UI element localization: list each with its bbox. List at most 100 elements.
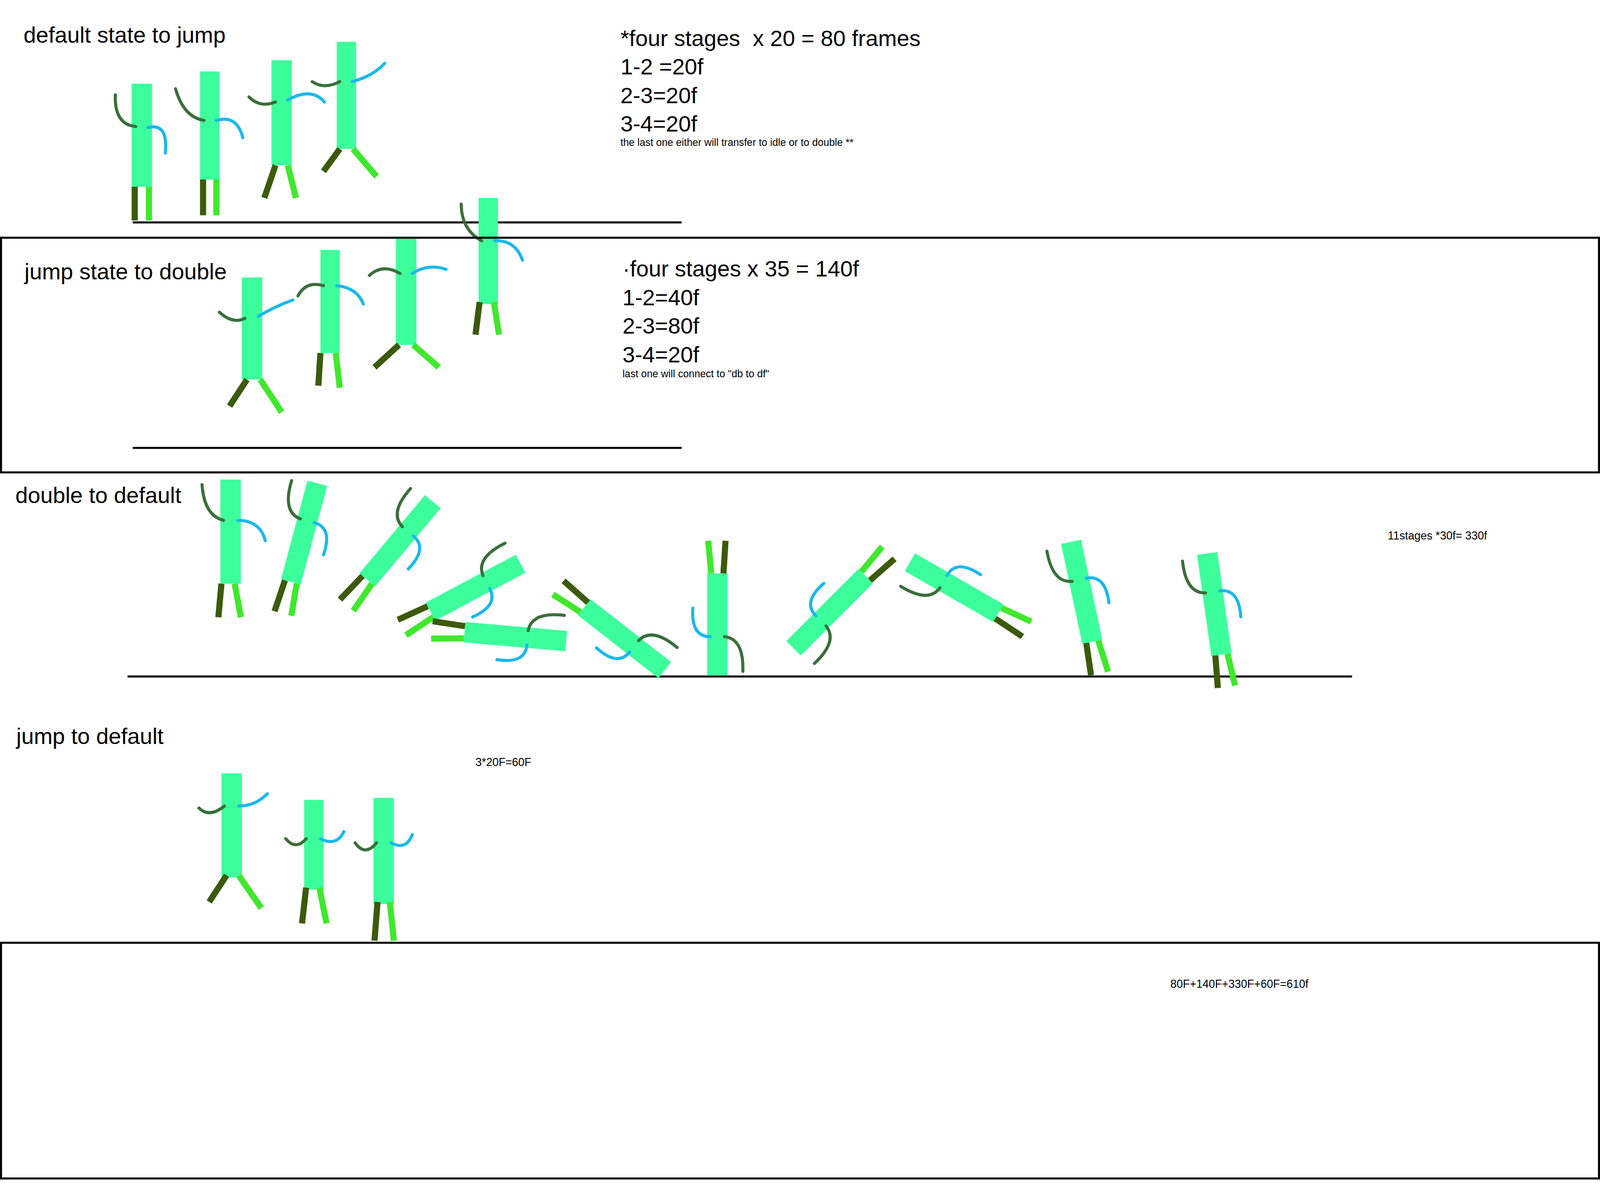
ground-line bbox=[132, 221, 682, 224]
arm bbox=[219, 312, 245, 321]
arm bbox=[249, 96, 276, 105]
arm bbox=[216, 119, 243, 138]
leg bbox=[319, 887, 327, 924]
body bbox=[303, 800, 324, 891]
leg bbox=[131, 186, 138, 221]
leg bbox=[145, 186, 153, 221]
body bbox=[396, 238, 417, 345]
leg bbox=[475, 301, 481, 335]
stick-figure bbox=[692, 541, 744, 676]
leg bbox=[389, 902, 395, 941]
section-heading: default state to jump bbox=[23, 22, 226, 50]
frame-note: 3-4=20f bbox=[622, 341, 700, 369]
leg bbox=[209, 875, 227, 903]
leg bbox=[318, 352, 321, 386]
arm bbox=[115, 95, 136, 127]
leg bbox=[287, 165, 296, 198]
body bbox=[320, 250, 340, 354]
body bbox=[373, 797, 395, 904]
arm bbox=[287, 93, 325, 102]
section-heading: jump to default bbox=[16, 723, 164, 751]
arm bbox=[298, 284, 324, 297]
leg bbox=[335, 352, 340, 388]
stick-figure bbox=[219, 277, 293, 413]
arm bbox=[258, 300, 293, 317]
leg bbox=[213, 179, 220, 216]
arm bbox=[198, 806, 225, 813]
leg bbox=[264, 165, 276, 198]
section-band: jump state to double ·four stages x 35 = … bbox=[0, 236, 1600, 474]
leg bbox=[200, 179, 207, 216]
stick-figure bbox=[776, 535, 907, 667]
stick-figure bbox=[115, 83, 166, 221]
ground-line bbox=[132, 446, 682, 449]
stick-figure bbox=[298, 250, 364, 388]
arm bbox=[147, 126, 166, 154]
arm bbox=[175, 88, 205, 121]
stick-figure bbox=[543, 566, 681, 690]
frame-note: last one will connect to "db to df" bbox=[622, 368, 770, 381]
ground-line bbox=[127, 675, 1353, 678]
arm bbox=[237, 520, 265, 542]
stick-figure bbox=[1046, 536, 1124, 679]
leg bbox=[352, 148, 377, 177]
arm bbox=[312, 81, 340, 86]
frame-note: *four stages x 20 = 80 frames bbox=[620, 25, 921, 53]
leg bbox=[301, 887, 307, 924]
leg bbox=[323, 148, 340, 172]
section-heading: 80F+140F+330F+60F=610f bbox=[1170, 977, 1309, 991]
leg bbox=[218, 583, 222, 618]
frame-note: 1-2=40f bbox=[622, 284, 700, 312]
stick-figure bbox=[897, 541, 1039, 652]
frame-note: 2-3=20f bbox=[620, 82, 698, 110]
stick-figure bbox=[202, 479, 266, 618]
body bbox=[131, 83, 153, 187]
leg bbox=[229, 379, 247, 407]
frame-note: 3-4=20f bbox=[620, 111, 698, 139]
section-band: 80F+140F+330F+60F=610f bbox=[0, 941, 1600, 1180]
arm bbox=[369, 268, 400, 276]
arm bbox=[320, 831, 344, 842]
stick-figure bbox=[461, 197, 523, 335]
body bbox=[271, 60, 292, 166]
body bbox=[200, 71, 220, 180]
stick-figure bbox=[175, 71, 243, 216]
stick-figure bbox=[257, 476, 342, 620]
stick-figure bbox=[198, 773, 267, 909]
arm bbox=[355, 842, 377, 851]
stick-figure bbox=[369, 238, 446, 368]
stick-figure bbox=[312, 41, 385, 177]
stick-figure bbox=[429, 603, 569, 666]
frame-note: 2-3=80f bbox=[622, 313, 700, 341]
leg bbox=[238, 875, 262, 909]
frame-note: the last one either will transfer to idl… bbox=[620, 136, 854, 150]
body bbox=[336, 41, 356, 149]
frame-note: 11stages *30f= 330f bbox=[1387, 529, 1488, 543]
leg bbox=[413, 344, 439, 368]
section-heading: double to default bbox=[15, 482, 182, 510]
arm bbox=[351, 63, 385, 82]
body bbox=[478, 197, 498, 304]
arm bbox=[285, 838, 307, 845]
arm bbox=[494, 240, 523, 261]
section-heading: jump state to double bbox=[24, 259, 227, 287]
arm bbox=[412, 266, 446, 274]
body bbox=[221, 773, 242, 878]
arm bbox=[390, 834, 413, 846]
leg bbox=[234, 583, 241, 618]
stick-figure bbox=[355, 797, 413, 941]
arm bbox=[461, 204, 482, 241]
leg bbox=[374, 902, 378, 941]
frame-note: 3*20F=60F bbox=[475, 756, 532, 770]
body bbox=[220, 479, 241, 584]
arm bbox=[238, 793, 268, 807]
frame-note: ·four stages x 35 = 140f bbox=[622, 256, 860, 284]
body bbox=[241, 277, 263, 380]
arm bbox=[202, 484, 224, 521]
stick-figure bbox=[1181, 550, 1251, 691]
arm bbox=[336, 285, 363, 304]
leg bbox=[374, 344, 399, 368]
leg bbox=[260, 379, 282, 413]
leg bbox=[493, 301, 500, 335]
